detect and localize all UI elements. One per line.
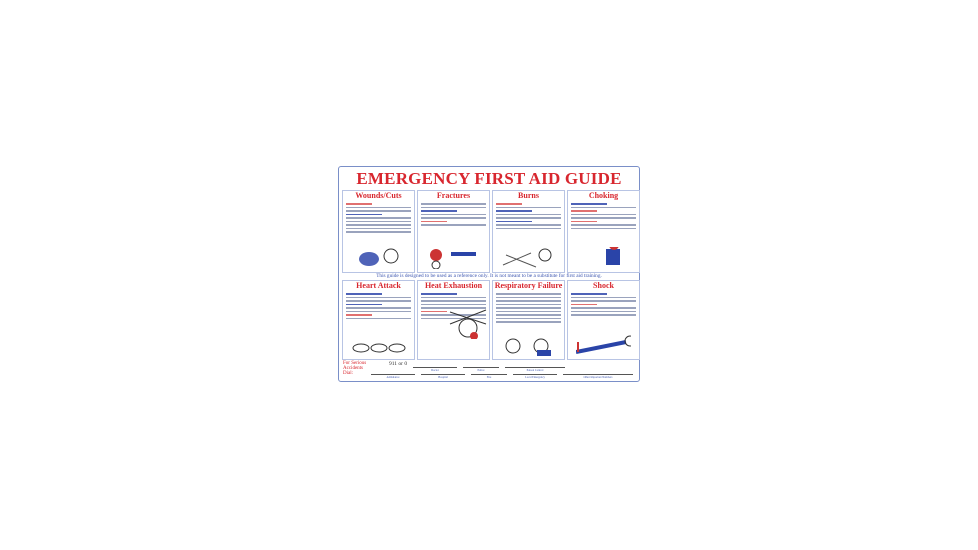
field-fire: Fire — [471, 374, 507, 379]
panel-heading: Respiratory Failure — [494, 281, 563, 290]
field-police: Police — [463, 367, 499, 372]
illustration-heimlich — [606, 247, 620, 265]
field-hospital: Hospital — [421, 374, 465, 379]
panel-shock: Shock — [567, 280, 640, 360]
panel-heading: Heat Exhaustion — [424, 281, 483, 290]
panel-heading: Fractures — [436, 191, 471, 200]
poster-title: EMERGENCY FIRST AID GUIDE — [356, 169, 622, 188]
panel-choking: Choking — [567, 190, 640, 273]
panel-fractures: Fractures — [417, 190, 490, 273]
illustration-burn — [502, 248, 552, 268]
illustration-rescue-breathing — [505, 338, 551, 356]
panel-heading: Choking — [588, 191, 619, 200]
serious-accidents-label: For Serious Accidents Dial: — [343, 361, 367, 376]
panel-heading: Burns — [518, 191, 539, 200]
first-aid-poster: EMERGENCY FIRST AID GUIDE Wounds/Cuts Fr… — [338, 166, 640, 382]
field-ambulance: Ambulance — [371, 374, 415, 379]
panel-respiratory-failure: Respiratory Failure — [492, 280, 565, 360]
panel-wounds-cuts: Wounds/Cuts — [342, 190, 415, 273]
panel-heading: Wounds/Cuts — [355, 191, 402, 200]
illustration-dizzy-person — [449, 309, 487, 339]
panel-heading: Heart Attack — [356, 281, 401, 290]
disclaimer-banner: This guide is designed to be used as a r… — [376, 273, 602, 279]
panel-heading: Shock — [593, 281, 614, 290]
illustration-bandaged-arm — [359, 248, 399, 266]
field-poison-control: Poison Control — [505, 367, 565, 372]
emergency-number: 911 or 0 — [389, 361, 408, 367]
field-local-emergency: Local Emergency — [513, 374, 557, 379]
panel-burns: Burns — [492, 190, 565, 273]
panel-heat-exhaustion: Heat Exhaustion — [417, 280, 490, 360]
emergency-numbers: For Serious Accidents Dial: 911 or 0 Doc… — [341, 361, 637, 381]
illustration-cpr — [352, 343, 406, 353]
panel-heart-attack: Heart Attack — [342, 280, 415, 360]
field-other-numbers: Other Important Numbers — [563, 374, 633, 379]
illustration-splint — [430, 249, 476, 269]
field-doctor: Doctor — [413, 367, 457, 372]
illustration-legs-elevated — [576, 335, 631, 354]
